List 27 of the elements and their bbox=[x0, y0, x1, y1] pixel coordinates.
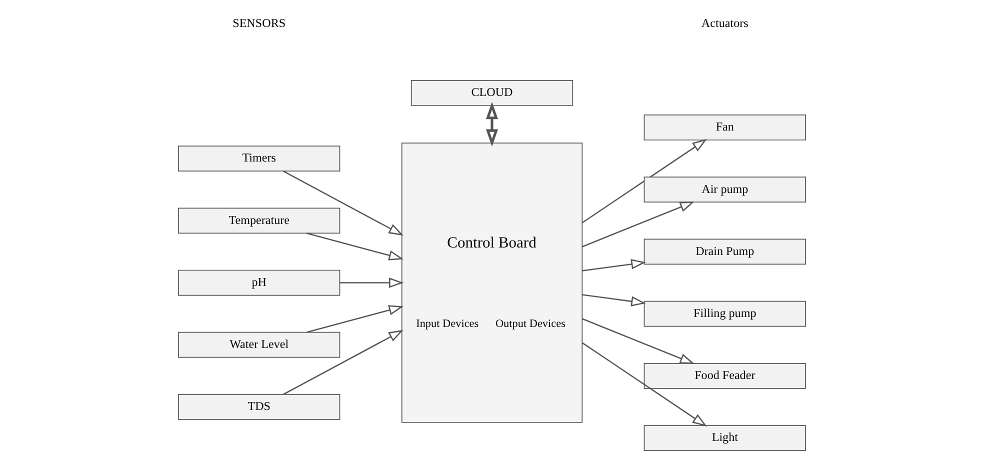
node-box: Temperature bbox=[178, 208, 340, 234]
node-box: Timers bbox=[178, 146, 340, 172]
node-box: Drain Pump bbox=[644, 238, 806, 265]
node-box: CLOUD bbox=[410, 80, 574, 106]
arrow bbox=[582, 342, 708, 427]
arrow bbox=[582, 259, 646, 272]
arrow bbox=[582, 318, 695, 364]
label: Actuators bbox=[701, 16, 748, 30]
node-box: Light bbox=[644, 425, 806, 451]
node-box: Food Feader bbox=[644, 362, 806, 389]
node-box: Filling pump bbox=[644, 300, 806, 327]
label: SENSORS bbox=[232, 16, 286, 30]
arrow bbox=[486, 102, 498, 147]
arrow bbox=[340, 278, 404, 288]
arrow bbox=[582, 138, 708, 224]
node-box: Water Level bbox=[178, 332, 340, 358]
arrow bbox=[283, 330, 404, 395]
arrow bbox=[582, 294, 646, 306]
node-box: TDS bbox=[178, 394, 340, 420]
node-box: pH bbox=[178, 270, 340, 296]
arrow bbox=[283, 170, 404, 236]
arrow bbox=[306, 305, 404, 333]
arrow bbox=[306, 232, 404, 260]
node-box: Fan bbox=[644, 114, 806, 140]
node-box: Air pump bbox=[644, 176, 806, 203]
node-box: Control Board Input Devices Output Devices bbox=[401, 142, 583, 423]
arrow bbox=[582, 201, 695, 248]
